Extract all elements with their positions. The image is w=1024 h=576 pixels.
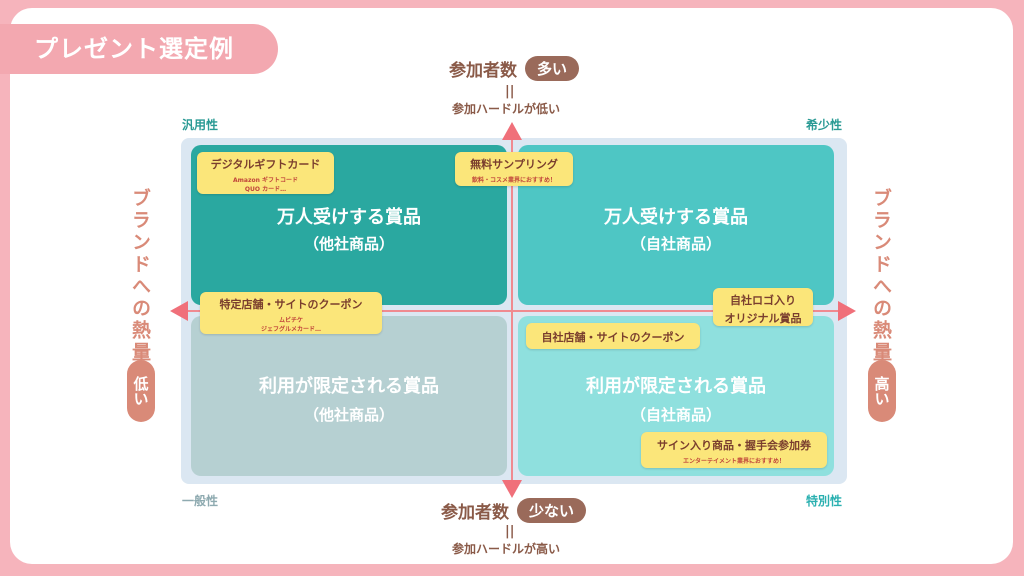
right-axis-pill: 高い — [868, 360, 896, 422]
quadrant-bl-title: 利用が限定される賞品 — [259, 376, 439, 397]
quadrant-br-title: 利用が限定される賞品 — [586, 376, 766, 397]
top-equals: || — [505, 84, 515, 99]
arrow-up-icon — [502, 122, 522, 140]
top-axis-sub: 参加ハードルが低い — [452, 102, 561, 116]
bottom-axis-heading: 参加者数 少ない — [441, 498, 587, 523]
tag-signed-item-main: サイン入り商品・握手会参加券 — [657, 439, 811, 452]
tag-digital-gift-sub2: QUO カード… — [244, 186, 287, 193]
quadrant-tr-title: 万人受けする賞品 — [604, 207, 748, 228]
tag-logo-item: 自社ロゴ入り オリジナル賞品 — [713, 288, 813, 326]
quadrant-bl-subtitle: （他社商品） — [303, 406, 394, 424]
tag-signed-item-sub: エンターテイメント業界におすすめ！ — [682, 458, 785, 465]
tag-sampling-main: 無料サンプリング — [470, 158, 558, 171]
quadrant-tl-subtitle: （他社商品） — [303, 235, 394, 253]
top-axis-heading: 参加者数 多い — [449, 56, 580, 81]
tag-own-coupon: 自社店舗・サイトのクーポン — [526, 323, 700, 349]
page-title: プレゼント選定例 — [0, 24, 278, 74]
arrow-right-icon — [838, 301, 856, 321]
tag-store-coupon-sub2: ジェフグルメカード… — [260, 326, 321, 333]
arrow-left-icon — [170, 301, 188, 321]
quadrant-tr-subtitle: （自社商品） — [630, 235, 721, 253]
tag-sampling: 無料サンプリング 飲料・コスメ業界におすすめ！ — [455, 152, 573, 186]
top-axis-pill: 多い — [525, 56, 580, 81]
right-axis-label: ブランドへの熱量が — [870, 188, 892, 386]
quadrant-tl-title: 万人受けする賞品 — [277, 207, 421, 228]
corner-tr: 希少性 — [806, 118, 843, 132]
bottom-axis-pill: 少ない — [517, 498, 587, 523]
tag-signed-item: サイン入り商品・握手会参加券 エンターテイメント業界におすすめ！ — [641, 432, 827, 468]
tag-digital-gift: デジタルギフトカード Amazon ギフトコード QUO カード… — [197, 152, 334, 194]
arrow-down-icon — [502, 480, 522, 498]
corner-bl: 一般性 — [182, 494, 219, 508]
left-axis-pill: 低い — [127, 360, 155, 422]
tag-sampling-sub: 飲料・コスメ業界におすすめ！ — [471, 177, 556, 184]
tag-logo-item-line2: オリジナル賞品 — [724, 312, 802, 325]
corner-tl: 汎用性 — [182, 118, 219, 132]
tag-digital-gift-main: デジタルギフトカード — [210, 158, 321, 171]
tag-store-coupon-sub1: ムビチケ — [278, 317, 303, 324]
bottom-equals: || — [505, 524, 515, 539]
top-axis-label: 参加者数 — [449, 61, 517, 81]
tag-digital-gift-sub1: Amazon ギフトコード — [233, 177, 298, 184]
quadrant-bottom-left: 利用が限定される賞品 （他社商品） — [191, 316, 507, 476]
horizontal-axis-line — [185, 310, 845, 312]
tag-store-coupon: 特定店舗・サイトのクーポン ムビチケ ジェフグルメカード… — [200, 292, 382, 334]
bottom-axis-label: 参加者数 — [441, 503, 509, 523]
tag-store-coupon-main: 特定店舗・サイトのクーポン — [219, 298, 363, 311]
quadrant-br-subtitle: （自社商品） — [630, 406, 721, 424]
tag-logo-item-line1: 自社ロゴ入り — [730, 294, 796, 307]
left-axis-label: ブランドへの熱量が — [129, 188, 151, 386]
corner-br: 特別性 — [806, 494, 843, 508]
bottom-axis-sub: 参加ハードルが高い — [452, 542, 561, 556]
tag-own-coupon-main: 自社店舗・サイトのクーポン — [541, 331, 685, 344]
